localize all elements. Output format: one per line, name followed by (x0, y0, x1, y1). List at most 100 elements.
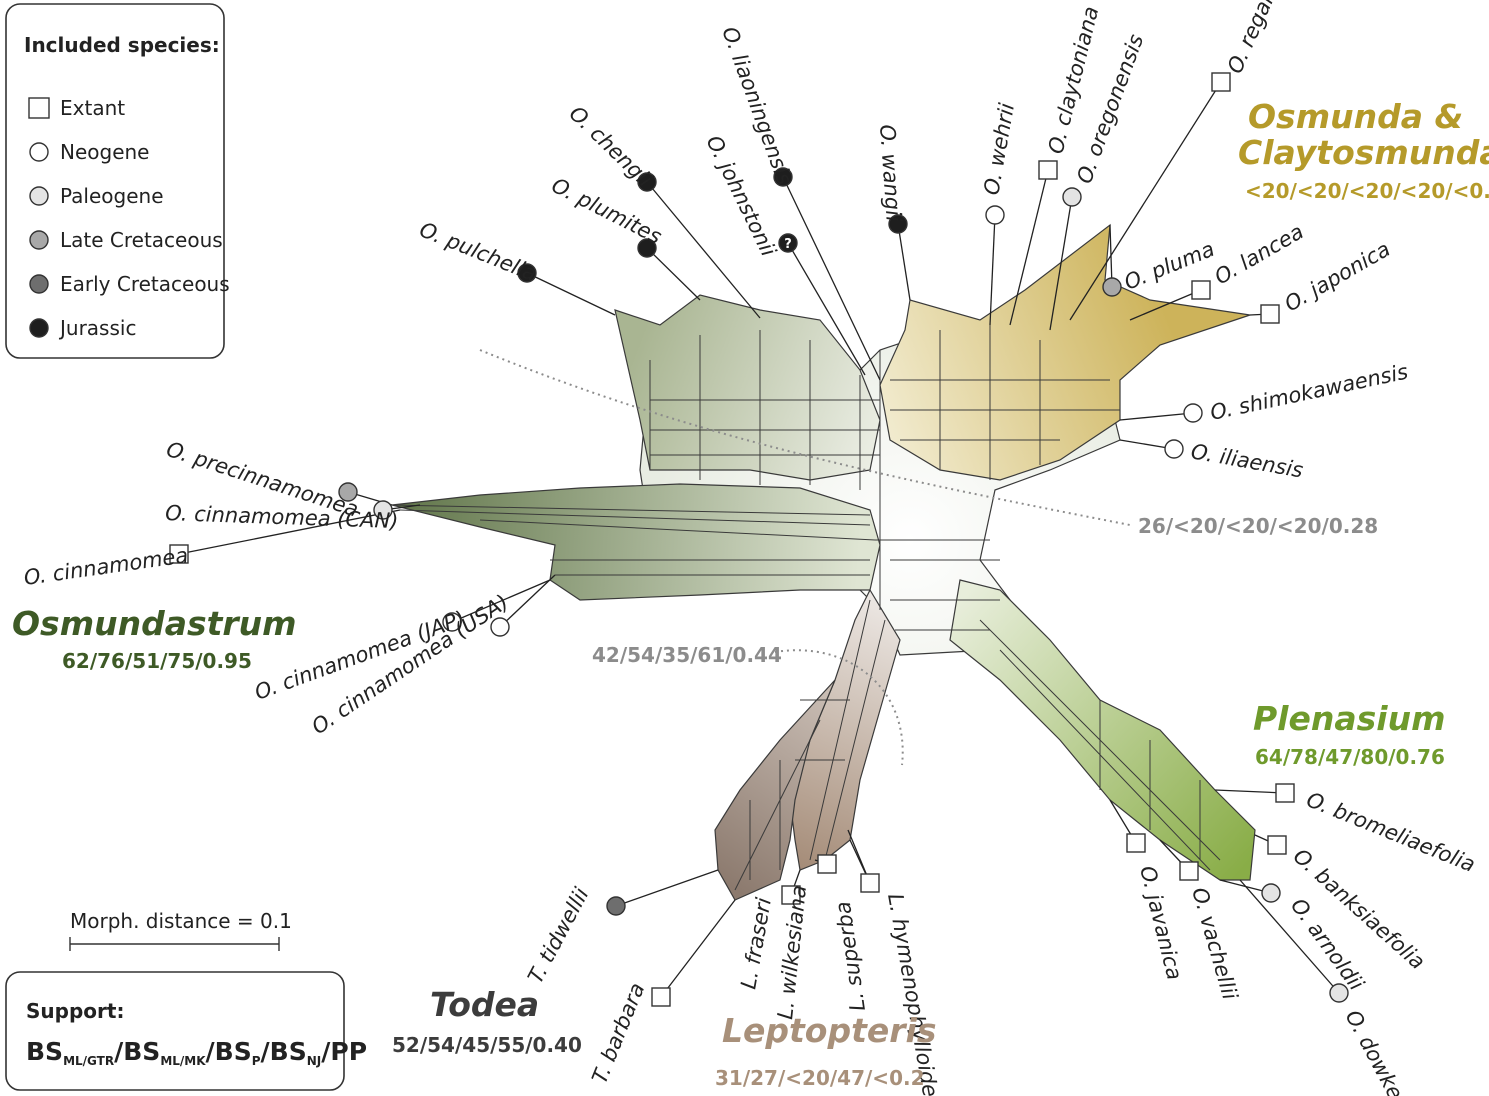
marker-claytoniana (1038, 160, 1058, 180)
terminal-edges (178, 81, 1340, 998)
legend-label-paleogene: Paleogene (60, 184, 164, 208)
label-tidwellii: T. tidwellii (523, 884, 593, 988)
marker-vachellii (1179, 861, 1199, 881)
marker-cinnamomea-can (373, 500, 393, 520)
label-wilkesiana: L. wilkesiana (773, 884, 811, 1021)
clade-plenasium-name: Plenasium (1253, 699, 1445, 738)
marker-pluma (1102, 277, 1122, 297)
edge-wangii (897, 223, 911, 301)
terminal-markers: ? (169, 72, 1349, 1007)
legend-marker-neogene (29, 142, 49, 162)
support-legend: Support: BSML/GTR/BSML/MK/BSP/BSNJ/PP (5, 971, 367, 1091)
marker-japonica (1260, 304, 1280, 324)
age-legend: Included species: ExtantNeogenePaleogene… (5, 3, 230, 359)
marker-precinnamomea (338, 482, 358, 502)
support-part-5: /PP (321, 1037, 367, 1066)
internal-split-lines (391, 325, 1221, 891)
legend-marker-jurassic (29, 318, 49, 338)
marker-cinnamomea (169, 544, 189, 564)
label-wehrii: O. wehrii (979, 101, 1019, 197)
central-split-support: 26/<20/<20/<20/0.28 (1138, 514, 1378, 538)
label-shimokawaensis: O. shimokawaensis (1208, 360, 1410, 425)
edge-cinnamomea (178, 509, 401, 555)
clade-osmunda-name-line2: Claytosmunda (1238, 133, 1489, 172)
support-sub-2: ML/MK (160, 1054, 206, 1068)
edge-liaoningensis (782, 176, 881, 381)
label-cinnamomea: O. cinnamomea (22, 543, 189, 590)
marker-oregonensis (1062, 187, 1082, 207)
marker-johnstonii (778, 233, 798, 253)
edge-lancea (1129, 289, 1202, 321)
clade-leptopteris-support: 31/27/<20/47/<0.2 (715, 1066, 925, 1090)
label-fraseri: L. fraseri (736, 896, 776, 991)
edge-johnstonii (787, 242, 866, 376)
clade-osmundastrum-support: 62/76/51/75/0.95 (62, 649, 252, 673)
edge-regalis (1069, 81, 1222, 321)
label-chengii: O. chengii (565, 101, 657, 191)
marker-cinnamomea-jap (442, 612, 462, 632)
clade-todea-name: Todea (430, 985, 539, 1024)
clade-osmunda-support: <20/<20/<20/<20/<0.2 (1245, 179, 1489, 203)
label-regalis: O. regalis (1223, 0, 1285, 77)
marker-wehrii (985, 205, 1005, 225)
edge-pluma (1109, 224, 1113, 288)
edge-cinnamomea-usa (499, 574, 556, 628)
marker-shimokawaensis (1183, 403, 1203, 423)
support-sub-1: ML/GTR (63, 1054, 114, 1068)
legend-marker-extant (28, 97, 50, 119)
marker-chengii (637, 172, 657, 192)
clade-todea-support: 52/54/45/55/0.40 (392, 1033, 582, 1057)
edge-bromeliaefolia (1214, 789, 1286, 794)
marker-plumites (637, 238, 657, 258)
label-iliaensis: O. iliaensis (1189, 439, 1305, 482)
edge-pulchella (526, 272, 616, 316)
support-part-1: BS (26, 1037, 63, 1066)
support-part-4: /BS (261, 1037, 307, 1066)
marker-wilkesiana (817, 854, 837, 874)
legend-label-late-cretaceous: Late Cretaceous (60, 228, 223, 252)
legend-label-jurassic: Jurassic (58, 316, 136, 340)
label-bromeliaefolia: O. bromeliaefolia (1303, 787, 1478, 876)
label-japonica: O. japonica (1281, 237, 1395, 317)
lower-split-support: 42/54/35/61/0.44 (592, 643, 782, 667)
edge-oregonensis (1049, 196, 1073, 331)
label-vachellii: O. vachellii (1187, 885, 1242, 1003)
support-part-2: /BS (114, 1037, 160, 1066)
legend-label-extant: Extant (60, 96, 125, 120)
marker-barbara (651, 987, 671, 1007)
clade-plenasium-support: 64/78/47/80/0.76 (1255, 745, 1445, 769)
marker-superba (860, 873, 880, 893)
legend-marker-late-cretaceous (29, 230, 49, 250)
clade-labels: Osmunda & Claytosmunda <20/<20/<20/<20/<… (12, 97, 1489, 1090)
clade-leptopteris-name: Leptopteris (722, 1011, 936, 1050)
marker-bromeliaefolia (1275, 783, 1295, 803)
central-split-dotted-arc (479, 349, 1131, 526)
marker-wangii (888, 214, 908, 234)
edge-dowkeri (1239, 879, 1340, 994)
label-superba: L. superba (831, 900, 870, 1013)
legend-marker-early-cretaceous (29, 274, 49, 294)
marker-lancea (1191, 280, 1211, 300)
marker-liaoningensis (773, 167, 793, 187)
support-formula: BSML/GTR/BSML/MK/BSP/BSNJ/PP (26, 1037, 367, 1068)
scale-label: Morph. distance = 0.1 (70, 909, 292, 933)
edge-tidwellii (615, 869, 719, 907)
label-javanica: O. javanica (1135, 863, 1186, 982)
support-frame (5, 971, 345, 1091)
legend-frame (5, 3, 225, 359)
osmundastrum-band (391, 483, 881, 601)
legend-label-early-cretaceous: Early Cretaceous (60, 272, 230, 296)
label-lancea: O. lancea (1211, 219, 1308, 289)
label-barbara: T. barbara (587, 979, 649, 1086)
legend-title: Included species: (24, 33, 220, 57)
support-sub-4: NJ (307, 1054, 322, 1068)
marker-tidwellii (606, 896, 626, 916)
marker-javanica (1126, 833, 1146, 853)
green-fan-upper-left (614, 294, 881, 481)
legend-label-neogene: Neogene (60, 140, 149, 164)
marker-cinnamomea-usa (490, 617, 510, 637)
support-title: Support: (26, 999, 124, 1023)
label-pulchella: O. pulchella (416, 217, 540, 286)
